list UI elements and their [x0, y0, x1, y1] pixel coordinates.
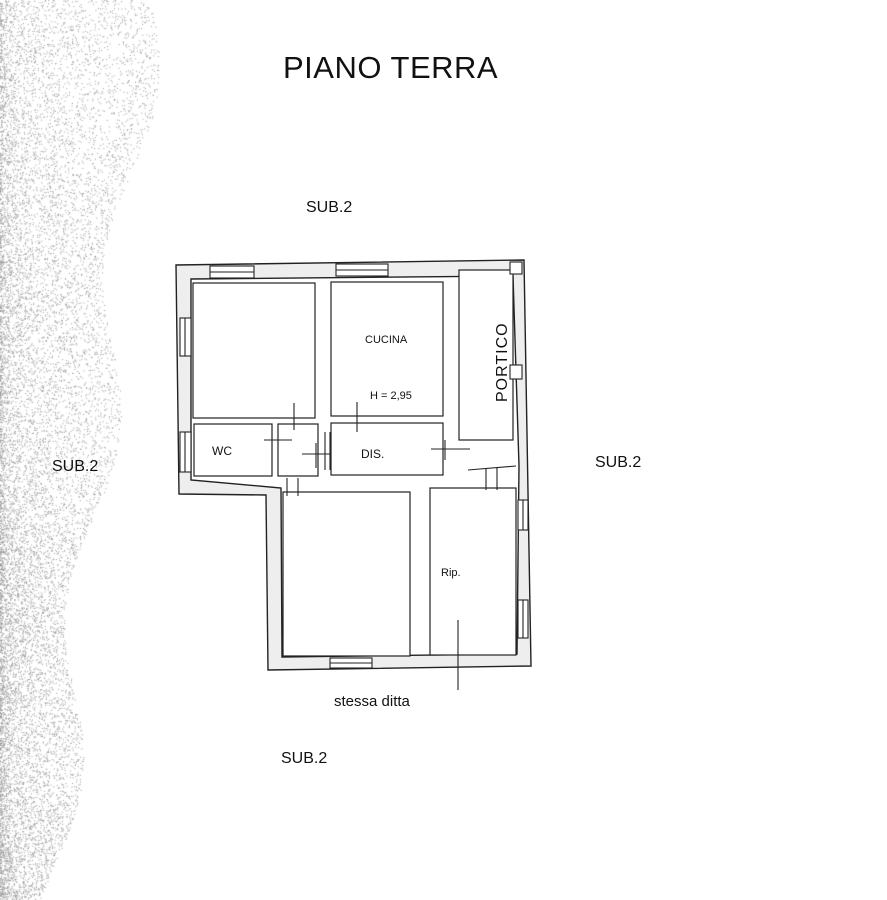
room-wc	[193, 423, 273, 477]
room-label-wc: WC	[212, 444, 232, 458]
page-title: PIANO TERRA	[283, 50, 499, 85]
room-labels: CUCINA H = 2,95 WC DIS. Rip. PORTICO	[212, 322, 511, 579]
room-portico	[458, 269, 514, 441]
room-bedroom-top-left	[192, 282, 316, 419]
room-label-dis: DIS.	[361, 447, 384, 461]
neighbor-label-top: SUB.2	[306, 199, 353, 216]
room-cucina	[330, 281, 444, 417]
interior-walls	[192, 269, 517, 657]
room-label-rip: Rip.	[441, 567, 461, 579]
room-label-cucina: CUCINA	[365, 334, 408, 346]
room-bedroom-bottom	[282, 491, 411, 657]
stipple-texture	[0, 0, 200, 900]
neighbor-label-bottom-far: SUB.2	[281, 750, 328, 767]
neighbor-label-bottom-near: stessa ditta	[334, 693, 410, 710]
room-rip	[429, 487, 517, 656]
neighbor-label-right: SUB.2	[595, 454, 642, 471]
room-label-height: H = 2,95	[370, 390, 412, 402]
room-label-portico: PORTICO	[494, 322, 511, 402]
neighbor-label-left: SUB.2	[52, 458, 99, 475]
room-dis	[330, 422, 444, 476]
room-corridor-small	[277, 423, 319, 477]
openings	[179, 261, 529, 690]
